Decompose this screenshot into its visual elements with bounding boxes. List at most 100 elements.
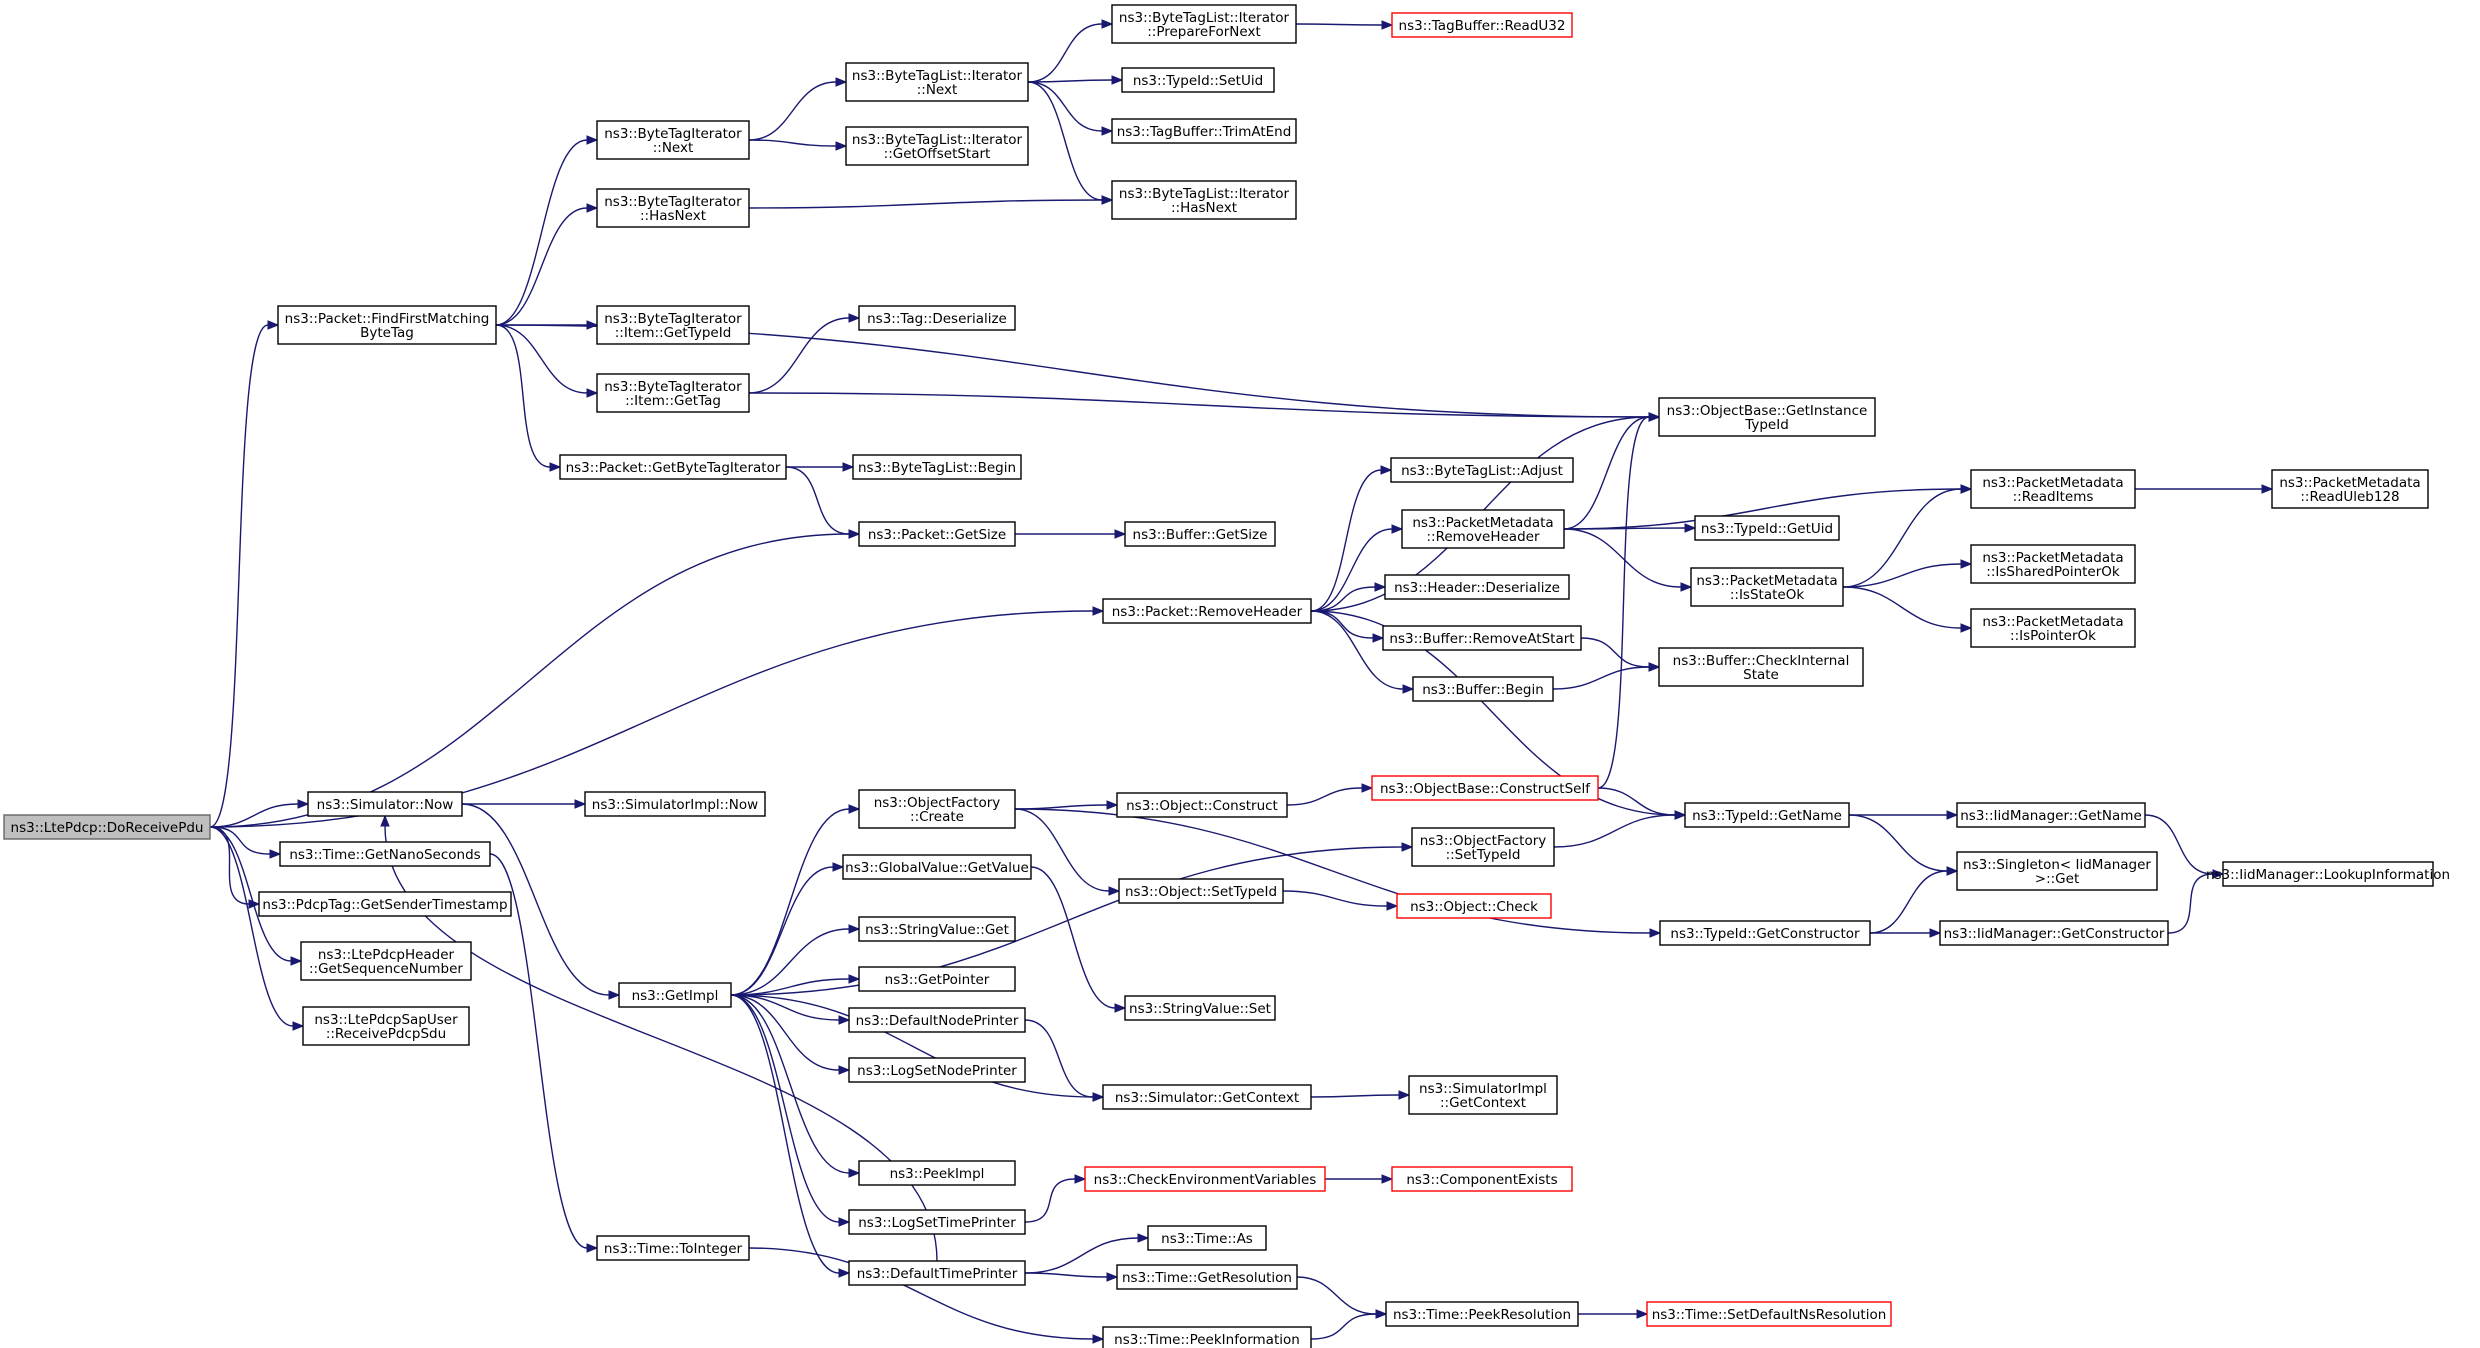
function-node-n65[interactable]: ns3::DefaultTimePrinter (848, 1260, 1026, 1286)
call-edge-n42-n11 (1597, 412, 1661, 789)
function-node-n55[interactable]: ns3::DefaultNodePrinter (848, 1007, 1026, 1033)
edge-arrowhead (1386, 901, 1399, 911)
function-node-n6[interactable]: ns3::TypeId::SetUid (1121, 67, 1275, 93)
edge-arrowhead (1101, 19, 1114, 29)
function-node-n3[interactable]: ns3::ByteTagList::Iterator::Next (845, 62, 1029, 102)
function-node-n40[interactable]: ns3::ObjectFactory::Create (858, 789, 1016, 829)
function-node-n2[interactable]: ns3::ByteTagIterator::Next (596, 120, 750, 160)
function-node-n7[interactable]: ns3::TagBuffer::TrimAtEnd (1111, 118, 1297, 144)
function-node-n10[interactable]: ns3::ByteTagIterator::HasNext (596, 188, 750, 228)
node-box (2222, 861, 2434, 887)
call-edge-n33-n34 (462, 799, 587, 809)
call-edge-n40-n41 (1014, 800, 1119, 810)
node-label: ns3::IidManager::GetName (1960, 808, 2142, 824)
function-node-n68[interactable]: ns3::Time::SetDefaultNsResolution (1646, 1301, 1892, 1327)
function-node-n21[interactable]: ns3::PacketMetadata::RemoveHeader (1401, 509, 1565, 549)
function-node-n35[interactable]: ns3::Time::GetNanoSeconds (279, 841, 491, 867)
edge-arrowhead (269, 849, 282, 859)
function-node-n9[interactable]: ns3::ByteTagList::Iterator::GetOffsetSta… (845, 126, 1029, 166)
function-node-n4[interactable]: ns3::ByteTagList::Iterator::PrepareForNe… (1111, 4, 1297, 44)
function-node-n63[interactable]: ns3::Time::As (1147, 1225, 1267, 1251)
function-node-n36[interactable]: ns3::PdcpTag::GetSenderTimestamp (258, 891, 512, 917)
function-node-n61[interactable]: ns3::ComponentExists (1391, 1166, 1573, 1192)
function-node-n13[interactable]: ns3::ByteTagIterator::Item::GetTag (596, 373, 750, 413)
function-node-n46[interactable]: ns3::Singleton< IidManager >::Get (1956, 851, 2158, 891)
function-node-n8[interactable]: ns3::ByteTagList::Iterator::HasNext (1111, 180, 1297, 220)
edge-line (1310, 586, 1376, 612)
function-node-n22[interactable]: ns3::PacketMetadata::ReadItems (1970, 469, 2136, 509)
function-node-n29[interactable]: ns3::Buffer::RemoveAtStart (1382, 625, 1582, 651)
function-node-n47[interactable]: ns3::GlobalValue::GetValue (842, 854, 1032, 880)
function-node-n54[interactable]: ns3::StringValue::Set (1124, 995, 1276, 1021)
edge-arrowhead (2261, 484, 2274, 494)
edge-line (1597, 416, 1650, 789)
function-node-n64[interactable]: ns3::Time::ToInteger (596, 1235, 750, 1261)
function-node-n17[interactable]: ns3::Packet::GetSize (858, 521, 1016, 547)
function-node-n16[interactable]: ns3::ByteTagList::Begin (852, 454, 1022, 480)
function-node-n19[interactable]: ns3::Packet::RemoveHeader (1102, 598, 1312, 624)
function-node-n14[interactable]: ns3::Tag::Deserialize (858, 305, 1016, 331)
edge-line (495, 139, 588, 326)
function-node-n38[interactable]: ns3::LtePdcpSapUser::ReceivePdcpSdu (302, 1006, 470, 1046)
function-node-n52[interactable]: ns3::StringValue::Get (858, 916, 1016, 942)
function-node-n43[interactable]: ns3::ObjectFactory::SetTypeId (1411, 827, 1555, 867)
edge-arrowhead (290, 956, 303, 966)
function-node-n57[interactable]: ns3::Simulator::GetContext (1102, 1084, 1312, 1110)
function-node-n12[interactable]: ns3::ByteTagIterator::Item::GetTypeId (596, 305, 750, 345)
function-node-n56[interactable]: ns3::LogSetNodePrinter (848, 1057, 1026, 1083)
function-node-n67[interactable]: ns3::Time::PeekResolution (1385, 1301, 1579, 1327)
function-node-n0[interactable]: ns3::LtePdcp::DoReceivePdu (3, 814, 211, 840)
function-node-n48[interactable]: ns3::Object::SetTypeId (1118, 878, 1284, 904)
function-node-n5[interactable]: ns3::TagBuffer::ReadU32 (1391, 12, 1573, 38)
call-edge-n21-n24 (1563, 523, 1697, 533)
function-node-n26[interactable]: ns3::PacketMetadata::IsSharedPointerOk (1970, 544, 2136, 584)
function-node-n59[interactable]: ns3::PeekImpl (858, 1160, 1016, 1186)
function-node-n39[interactable]: ns3::GetImpl (618, 982, 732, 1008)
function-node-n42[interactable]: ns3::ObjectBase::ConstructSelf (1371, 775, 1599, 801)
function-node-n69[interactable]: ns3::Time::PeekInformation (1102, 1326, 1312, 1348)
function-node-n25[interactable]: ns3::PacketMetadata::IsStateOk (1690, 567, 1844, 607)
call-edge-n40-n48 (1014, 808, 1121, 896)
function-node-n50[interactable]: ns3::TypeId::GetConstructor (1659, 920, 1871, 946)
function-node-n32[interactable]: ns3::TypeId::GetName (1684, 802, 1850, 828)
function-node-n24[interactable]: ns3::TypeId::GetUid (1694, 515, 1840, 541)
node-box (1116, 792, 1288, 818)
call-edge-n39-n43 (730, 842, 1414, 996)
function-node-n66[interactable]: ns3::Time::GetResolution (1116, 1264, 1298, 1290)
edge-arrowhead (1684, 523, 1697, 533)
edge-arrowhead (1101, 195, 1114, 205)
function-node-n41[interactable]: ns3::Object::Construct (1116, 792, 1288, 818)
function-node-n45[interactable]: ns3::IidManager::LookupInformation (2206, 861, 2450, 887)
function-node-n20[interactable]: ns3::ByteTagList::Adjust (1390, 457, 1574, 483)
edge-line (1014, 808, 1110, 892)
function-node-n27[interactable]: ns3::PacketMetadata::IsPointerOk (1970, 608, 2136, 648)
function-node-n44[interactable]: ns3::IidManager::GetName (1956, 802, 2146, 828)
function-node-n28[interactable]: ns3::Header::Deserialize (1384, 574, 1570, 600)
edge-line (1597, 787, 1676, 816)
function-node-n49[interactable]: ns3::Object::Check (1396, 893, 1552, 919)
function-node-n37[interactable]: ns3::LtePdcpHeader::GetSequenceNumber (300, 941, 472, 981)
function-node-n58[interactable]: ns3::SimulatorImpl::GetContext (1408, 1075, 1558, 1115)
function-node-n18[interactable]: ns3::Buffer::GetSize (1124, 521, 1276, 547)
function-node-n51[interactable]: ns3::IidManager::GetConstructor (1939, 920, 2169, 946)
edge-arrowhead (1946, 810, 1959, 820)
function-node-n53[interactable]: ns3::GetPointer (858, 966, 1016, 992)
call-edge-n39-n53 (730, 974, 861, 996)
node-label: ns3::ByteTagList::Iterator (852, 132, 1023, 148)
edge-arrowhead (1960, 484, 1973, 494)
call-edge-n19-n28 (1310, 582, 1387, 612)
function-node-n33[interactable]: ns3::Simulator::Now (307, 791, 463, 817)
edge-arrowhead (1374, 582, 1387, 592)
function-node-n15[interactable]: ns3::Packet::GetByteTagIterator (559, 454, 787, 480)
edge-arrowhead (1375, 1309, 1388, 1319)
function-node-n62[interactable]: ns3::LogSetTimePrinter (848, 1209, 1026, 1235)
edge-arrowhead (842, 462, 855, 472)
edge-arrowhead (1960, 623, 1973, 633)
function-node-n60[interactable]: ns3::CheckEnvironmentVariables (1084, 1166, 1326, 1192)
function-node-n23[interactable]: ns3::PacketMetadata::ReadUleb128 (2271, 469, 2429, 509)
function-node-n34[interactable]: ns3::SimulatorImpl::Now (584, 791, 766, 817)
function-node-n31[interactable]: ns3::Buffer::Begin (1412, 676, 1554, 702)
